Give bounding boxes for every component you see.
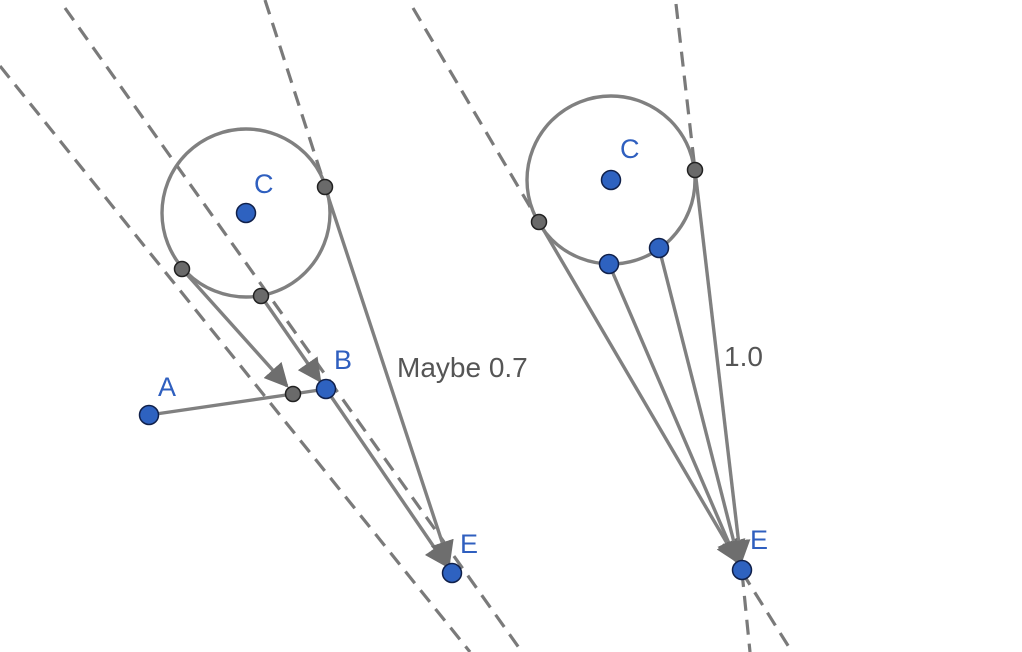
right-tangent-point-left[interactable] — [530, 213, 548, 231]
left-figure: C A B E Maybe 0.7 — [0, 0, 528, 652]
right-arrow-from-circle-point-1 — [607, 263, 740, 565]
left-point-c[interactable] — [235, 202, 257, 224]
left-dashed-line-tangent — [263, 0, 327, 187]
left-label-c: C — [254, 169, 274, 199]
left-arrow-tangent-to-e — [323, 186, 454, 566]
left-point-a[interactable] — [138, 404, 160, 426]
right-dashed-line-bottom-a — [740, 571, 752, 652]
left-arrow-to-b — [259, 295, 322, 383]
left-label-b: B — [334, 345, 352, 375]
left-point-b[interactable] — [315, 378, 337, 400]
left-circle-point-bottom[interactable] — [252, 287, 270, 305]
right-point-e[interactable] — [731, 559, 753, 581]
left-dashed-line-middle — [63, 7, 524, 652]
right-dashed-line-bottom-b — [740, 571, 794, 652]
right-tangent-point-top[interactable] — [686, 161, 704, 179]
left-label-a: A — [158, 372, 176, 402]
right-figure: C E 1.0 — [411, 3, 794, 652]
left-midpoint[interactable] — [284, 385, 302, 403]
right-label-e: E — [750, 525, 768, 555]
right-arrow-from-circle-point-2 — [657, 247, 746, 565]
right-circle-point-2[interactable] — [648, 237, 670, 259]
left-arrow-to-midpoint — [180, 267, 289, 388]
left-tangent-point-left[interactable] — [173, 260, 191, 278]
left-point-e[interactable] — [441, 562, 463, 584]
right-dashed-line-left — [411, 7, 541, 223]
left-label-e: E — [460, 529, 478, 559]
left-tangent-point-top[interactable] — [316, 178, 334, 196]
left-circle — [160, 127, 332, 299]
left-segment-a-to-midpoint — [148, 392, 294, 417]
left-arrow-b-to-e — [324, 388, 449, 568]
left-dashed-line-outer — [0, 64, 472, 652]
right-arrow-from-tangent-top — [693, 169, 751, 565]
right-arrow-from-tangent-left — [537, 221, 740, 565]
right-dashed-line-top — [674, 3, 697, 171]
right-label-c: C — [620, 134, 640, 164]
right-annotation: 1.0 — [724, 341, 763, 372]
left-annotation: Maybe 0.7 — [397, 352, 528, 383]
right-point-c[interactable] — [600, 169, 622, 191]
right-circle-point-1[interactable] — [598, 253, 620, 275]
